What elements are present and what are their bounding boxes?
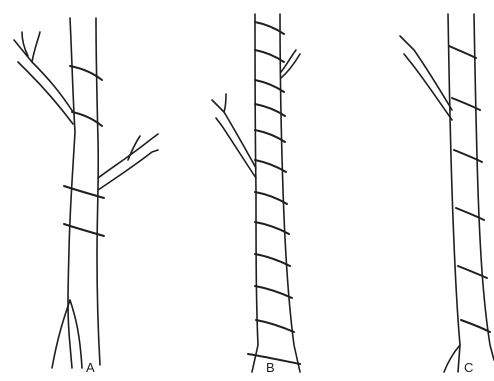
tree-a-branch-right: [98, 134, 158, 190]
label-c: C: [464, 360, 473, 375]
tree-b-wrap-3: [255, 80, 284, 92]
tree-c-wrap-6: [461, 320, 490, 332]
tree-b-branch-right: [281, 50, 300, 78]
tree-a-root: [52, 300, 82, 368]
tree-b: [212, 14, 300, 372]
tree-c-trunk-left: [448, 14, 460, 372]
tree-b-wrap-10: [255, 286, 292, 298]
tree-b-wrap-7: [255, 192, 287, 204]
tree-b-branch-left: [212, 100, 256, 178]
label-a: A: [86, 360, 95, 375]
tree-c-wrap-4: [456, 208, 484, 220]
tree-c-wrap-3: [454, 150, 482, 162]
tree-b-wrap-11: [256, 320, 294, 332]
tree-a-trunk-right: [96, 18, 100, 365]
tree-b-branch-left-twig: [224, 94, 226, 112]
tree-b-wrap-9: [255, 254, 290, 266]
tree-c-trunk-right: [474, 14, 494, 360]
tree-c: [400, 14, 494, 372]
tree-a: [14, 18, 158, 368]
tree-c-wrap-1: [449, 46, 476, 58]
tree-a-branch-right-twig: [128, 136, 140, 160]
tree-a-branch-left-twig: [22, 32, 40, 62]
tree-a-branch-left: [14, 40, 73, 124]
label-b: B: [266, 360, 275, 375]
tree-b-wrap-5: [255, 130, 285, 142]
tree-c-branch-left: [400, 36, 452, 120]
